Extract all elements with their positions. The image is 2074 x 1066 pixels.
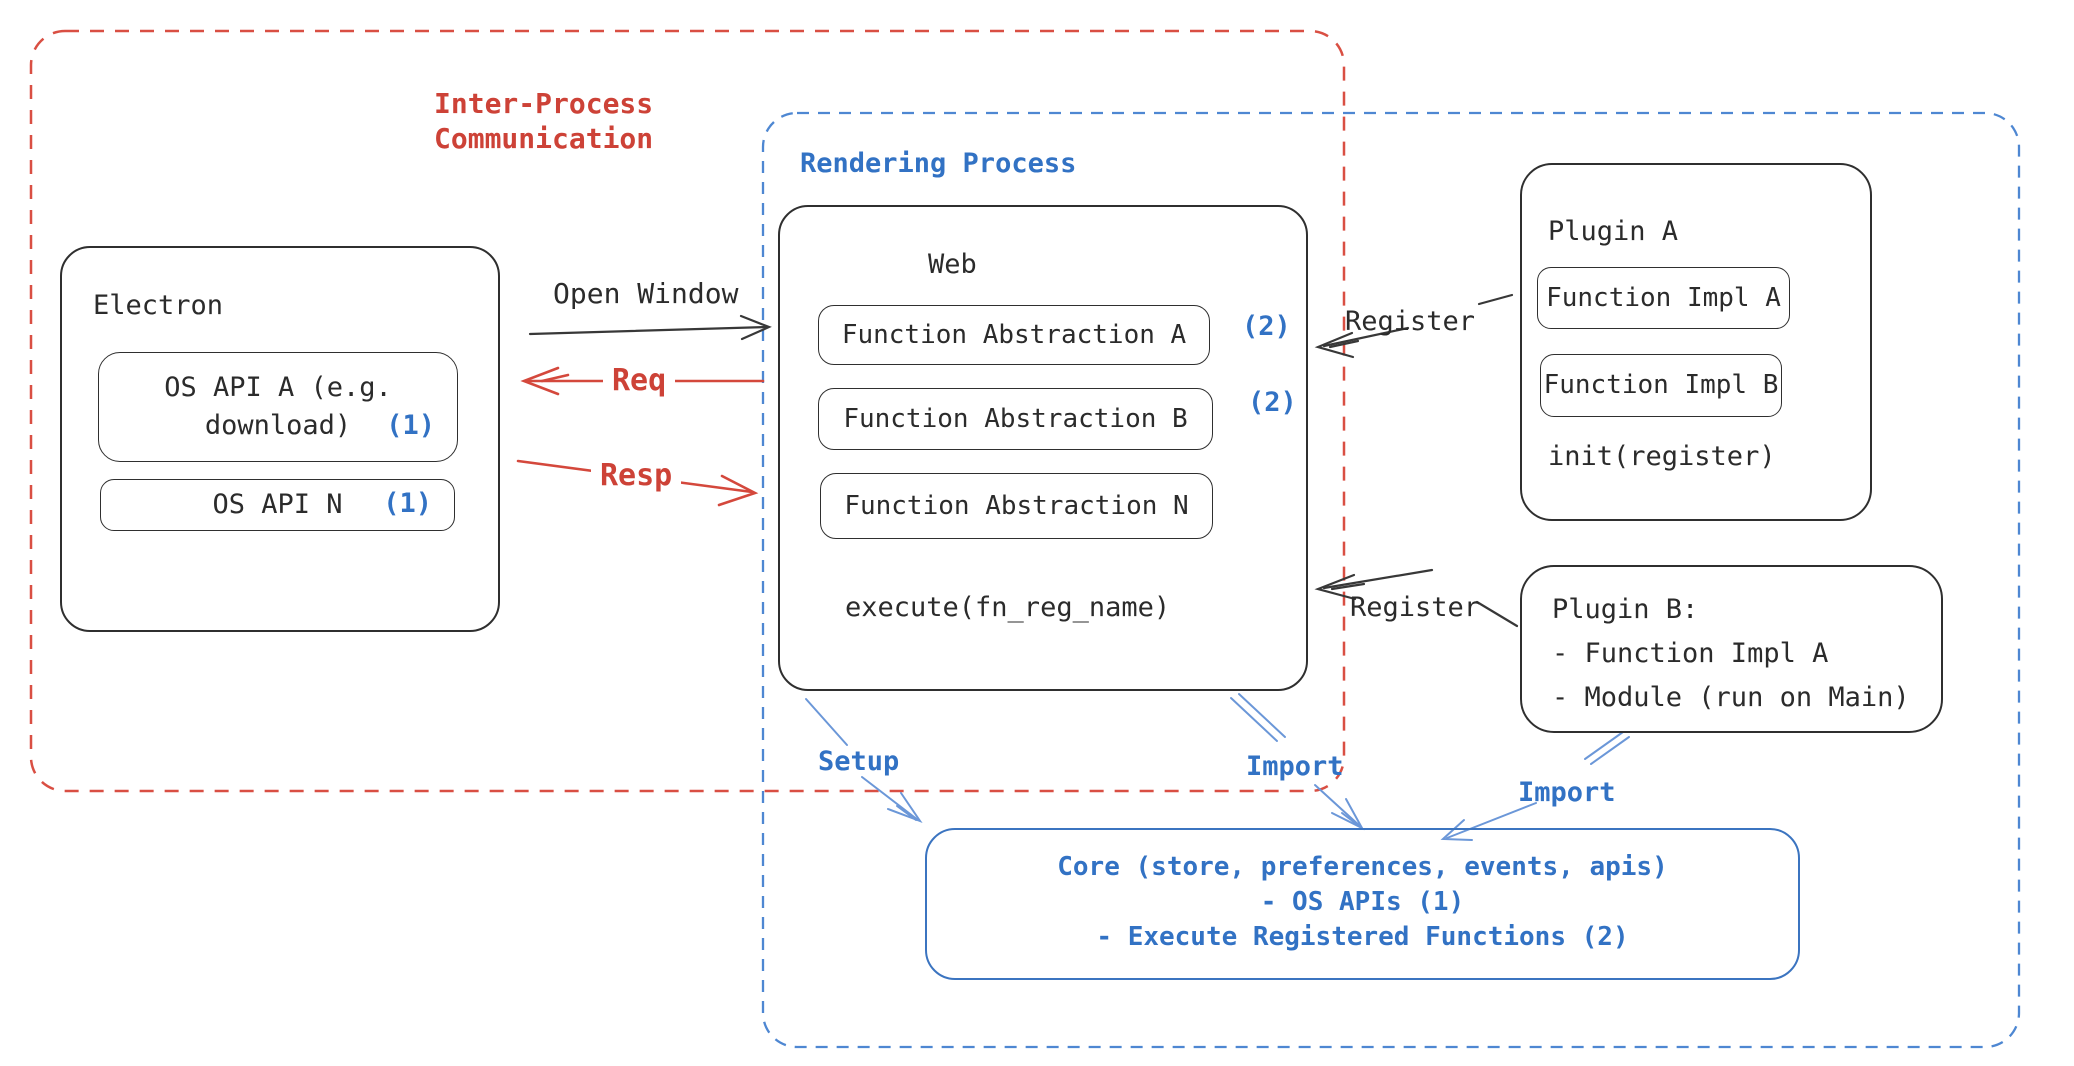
execute-label: execute(fn_reg_name) (845, 592, 1171, 623)
import-center-arrowhead (1331, 798, 1365, 831)
setup-arrowhead-inner (896, 805, 917, 821)
register-a-label: Register (1345, 306, 1476, 337)
register-b-arrowhead-inner (1330, 582, 1366, 591)
plugin-a-impl-b-box: Function Impl B (1540, 354, 1782, 417)
resp-label: Resp (591, 458, 682, 494)
register-b-arrow (1322, 568, 1434, 590)
core-item-1: - OS APIs (1) (1260, 887, 1465, 917)
import-center-line2 (1238, 693, 1286, 738)
os-api-a-line1: OS API A (e.g. (164, 372, 392, 404)
electron-box (60, 246, 500, 632)
os-api-a-badge: (1) (386, 410, 435, 441)
setup-line (805, 698, 848, 746)
plugin-a-title: Plugin A (1548, 216, 1679, 247)
core-item-2: - Execute Registered Functions (2) (1096, 922, 1629, 952)
os-api-a-box: OS API A (e.g. download) (1) (98, 352, 458, 462)
req-arrowhead (520, 366, 560, 396)
electron-title: Electron (93, 290, 224, 321)
setup-arrow (861, 776, 919, 821)
plugin-a-impl-a-box: Function Impl A (1537, 267, 1790, 329)
import-center-arrow (1314, 784, 1362, 828)
os-api-n-label: OS API N (212, 489, 343, 521)
web-box (778, 205, 1308, 691)
plugin-b-box (1520, 565, 1943, 733)
setup-arrowhead (887, 792, 923, 824)
import-center-label: Import (1246, 751, 1344, 782)
open-window-arrow (528, 325, 768, 336)
function-abstraction-a-badge: (2) (1242, 311, 1291, 342)
setup-label: Setup (818, 746, 900, 777)
core-box: Core (store, preferences, events, apis) … (925, 828, 1800, 980)
plugin-a-impl-b-label: Function Impl B (1543, 370, 1779, 401)
req-arrowhead-inner (540, 373, 570, 383)
plugin-b-item-1: - Function Impl A (1552, 638, 1829, 669)
open-window-arrowhead (739, 314, 772, 341)
plugin-b-item-2: - Module (run on Main) (1552, 682, 1910, 713)
import-right-label: Import (1518, 777, 1616, 808)
plugin-a-init-label: init(register) (1548, 441, 1776, 472)
rendering-region-title: Rendering Process (800, 148, 1077, 179)
register-a-tick (1477, 293, 1514, 306)
os-api-n-box: OS API N (1) (100, 479, 455, 531)
web-title: Web (928, 249, 977, 280)
import-center-line (1230, 697, 1278, 742)
import-right-line2 (1584, 731, 1624, 760)
function-abstraction-b-box: Function Abstraction B (818, 388, 1213, 450)
plugin-b-title: Plugin B: (1552, 594, 1699, 625)
req-label: Req (603, 363, 676, 399)
os-api-n-badge: (1) (383, 488, 432, 520)
import-center-arrowhead-inner (1341, 812, 1360, 827)
ipc-region-title: Inter-Process Communication (434, 87, 654, 155)
open-window-label: Open Window (553, 277, 739, 310)
function-abstraction-n-box: Function Abstraction N (820, 473, 1213, 539)
function-abstraction-b-label: Function Abstraction B (843, 403, 1188, 434)
function-abstraction-a-box: Function Abstraction A (818, 305, 1210, 365)
resp-arrowhead (717, 474, 759, 507)
plugin-a-box (1520, 163, 1872, 521)
register-a-arrowhead-inner (1328, 339, 1360, 349)
register-b-label: Register (1350, 592, 1481, 623)
function-abstraction-b-badge: (2) (1248, 387, 1297, 418)
register-b-tick (1475, 600, 1519, 628)
plugin-a-impl-a-label: Function Impl A (1546, 282, 1781, 313)
function-abstraction-n-label: Function Abstraction N (844, 490, 1189, 521)
function-abstraction-a-label: Function Abstraction A (841, 319, 1187, 350)
import-right-line (1590, 736, 1630, 765)
os-api-a-line2: download) (204, 410, 352, 441)
core-title: Core (store, preferences, events, apis) (1057, 852, 1668, 882)
